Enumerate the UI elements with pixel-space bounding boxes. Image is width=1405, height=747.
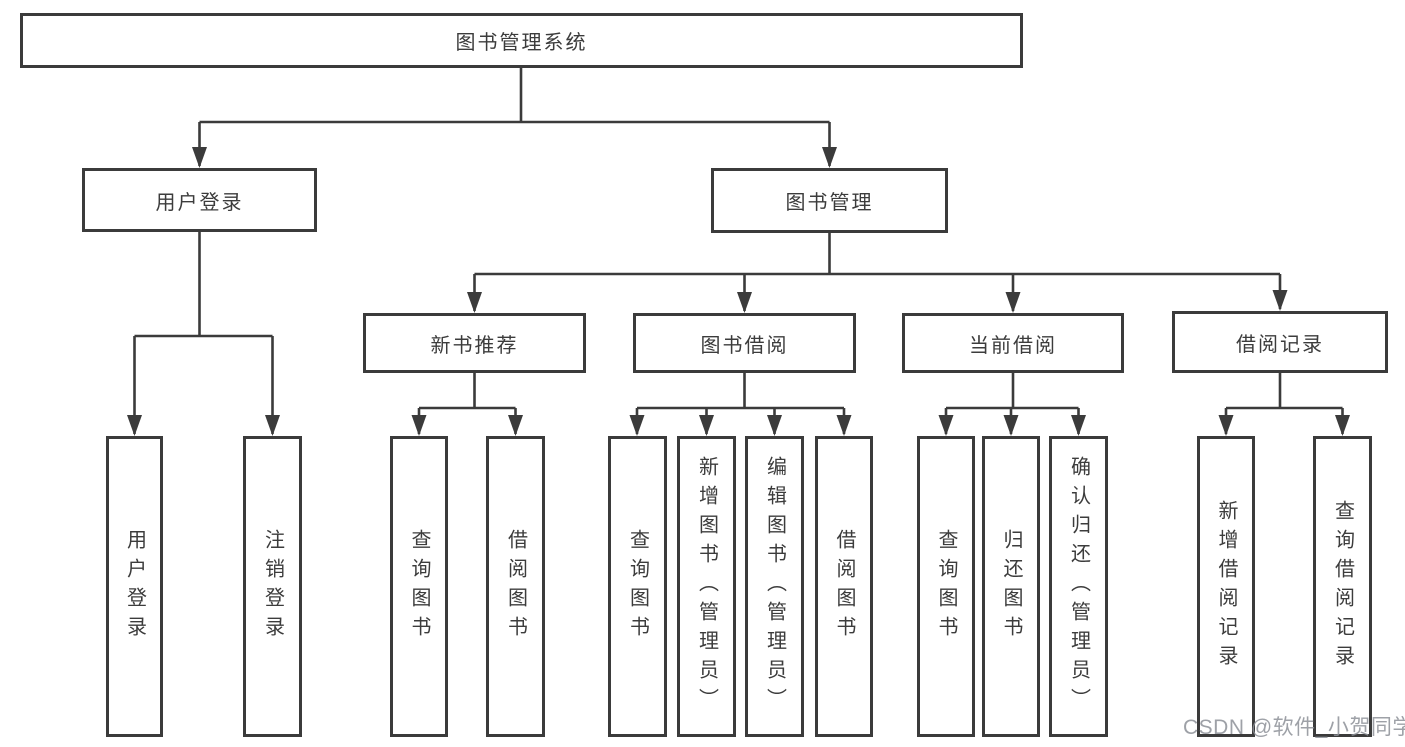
leaf-confirm-return-admin: 确认归还（管理员） (1049, 436, 1108, 737)
node-book-management: 图书管理 (711, 168, 948, 233)
leaf-query-books-borrowing: 查询图书 (608, 436, 667, 737)
node-current-borrowing: 当前借阅 (902, 313, 1124, 373)
arrowheads (127, 147, 1350, 436)
node-book-borrowing: 图书借阅 (633, 313, 856, 373)
leaf-borrow-books-recommend: 借阅图书 (486, 436, 545, 737)
node-borrow-records: 借阅记录 (1172, 311, 1388, 373)
leaf-user-login: 用户登录 (106, 436, 163, 737)
leaf-query-books-recommend: 查询图书 (390, 436, 448, 737)
leaf-borrow-books-borrowing: 借阅图书 (815, 436, 873, 737)
node-library-management-system: 图书管理系统 (20, 13, 1023, 68)
leaf-return-books: 归还图书 (982, 436, 1040, 737)
csdn-watermark: CSDN @软件_小贺同学 (1183, 716, 1405, 739)
leaf-edit-books-admin: 编辑图书（管理员） (745, 436, 804, 737)
node-user-login: 用户登录 (82, 168, 317, 232)
leaf-add-borrow-record: 新增借阅记录 (1197, 436, 1255, 737)
leaf-logout: 注销登录 (243, 436, 302, 737)
leaf-query-books-current: 查询图书 (917, 436, 975, 737)
node-new-book-recommend: 新书推荐 (363, 313, 586, 373)
leaf-query-borrow-record: 查询借阅记录 (1313, 436, 1372, 737)
leaf-add-books-admin: 新增图书（管理员） (677, 436, 736, 737)
